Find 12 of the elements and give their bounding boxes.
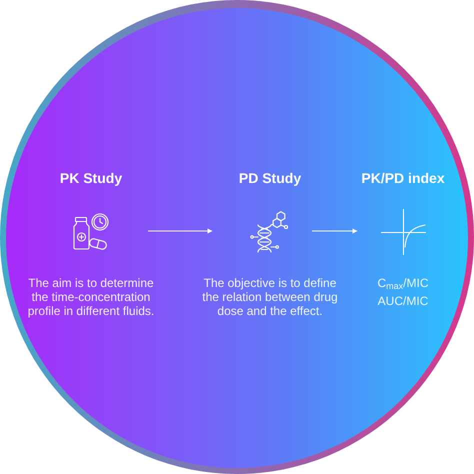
arrow bbox=[148, 228, 212, 234]
arrow bbox=[312, 228, 358, 234]
stage-heading: PK Study bbox=[60, 169, 122, 187]
index-formula: AUC/MIC bbox=[378, 293, 428, 310]
curve-graph-icon bbox=[381, 209, 426, 255]
stage-heading: PD Study bbox=[238, 169, 302, 187]
stage-description: The objective is to define the relation between drug dose and the effect. bbox=[201, 276, 339, 318]
dna-molecule-icon bbox=[250, 211, 288, 253]
medicine-bottle-icon bbox=[72, 213, 109, 251]
stage-heading: PK/PD index bbox=[361, 169, 445, 187]
stage-description: The aim is to determine the time-concentration profile in different fluids. bbox=[26, 276, 156, 318]
index-formula: C$_{max}$/MIC bbox=[377, 275, 429, 292]
